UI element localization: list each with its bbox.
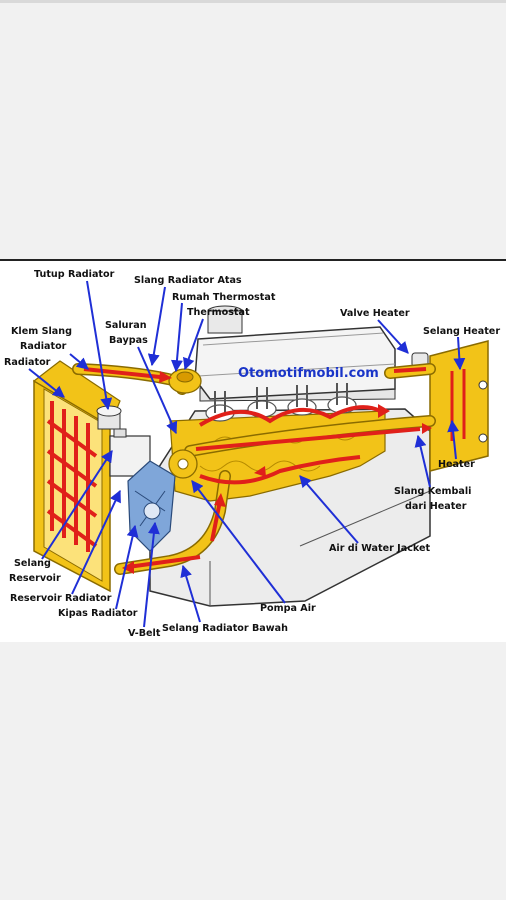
label-selang-heater: Selang Heater bbox=[423, 326, 500, 337]
label-reservoir: Reservoir bbox=[9, 573, 61, 584]
status-bar bbox=[0, 0, 506, 3]
label-slang-radiator-atas: Slang Radiator Atas bbox=[134, 275, 242, 286]
coolant-flow-arrows bbox=[83, 367, 427, 569]
labels: Tutup Radiator Slang Radiator Atas Rumah… bbox=[4, 269, 500, 639]
label-saluran: Saluran bbox=[105, 320, 147, 331]
heater-core bbox=[411, 340, 489, 472]
label-air-water-jacket: Air di Water Jacket bbox=[329, 543, 431, 554]
label-baypas: Baypas bbox=[109, 335, 148, 346]
label-selang: Selang bbox=[14, 558, 51, 569]
label-radiator-1: Radiator bbox=[20, 341, 67, 352]
label-pompa-air: Pompa Air bbox=[260, 603, 316, 614]
label-radiator-2: Radiator bbox=[4, 357, 51, 368]
cooling-system-diagram: Otomotifmobil.com Tutup Radiator Slang R… bbox=[0, 259, 506, 642]
flow-arrowheads bbox=[122, 371, 432, 574]
label-slang-kembali: Slang Kembali bbox=[394, 486, 471, 497]
diagram-canvas: Otomotifmobil.com Tutup Radiator Slang R… bbox=[4, 269, 500, 639]
label-kipas-radiator: Kipas Radiator bbox=[58, 608, 138, 619]
label-valve-heater: Valve Heater bbox=[340, 308, 410, 319]
label-rumah-thermostat: Rumah Thermostat bbox=[172, 292, 276, 303]
water-pump bbox=[168, 449, 198, 479]
label-selang-radiator-bawah: Selang Radiator Bawah bbox=[162, 623, 288, 634]
label-thermostat: Thermostat bbox=[187, 307, 250, 318]
label-v-belt: V-Belt bbox=[128, 628, 161, 639]
watermark: Otomotifmobil.com bbox=[238, 366, 379, 381]
thermostat-housing bbox=[168, 368, 202, 394]
radiator-cap bbox=[96, 405, 122, 430]
label-reservoir-radiator: Reservoir Radiator bbox=[10, 593, 112, 604]
radiator bbox=[32, 360, 121, 593]
label-heater: Heater bbox=[438, 459, 475, 470]
valve-cover bbox=[194, 305, 396, 400]
label-dari-heater: dari Heater bbox=[405, 501, 467, 512]
label-tutup-radiator: Tutup Radiator bbox=[34, 269, 115, 280]
pointer-lines bbox=[28, 280, 466, 628]
label-klem-slang: Klem Slang bbox=[11, 326, 72, 337]
